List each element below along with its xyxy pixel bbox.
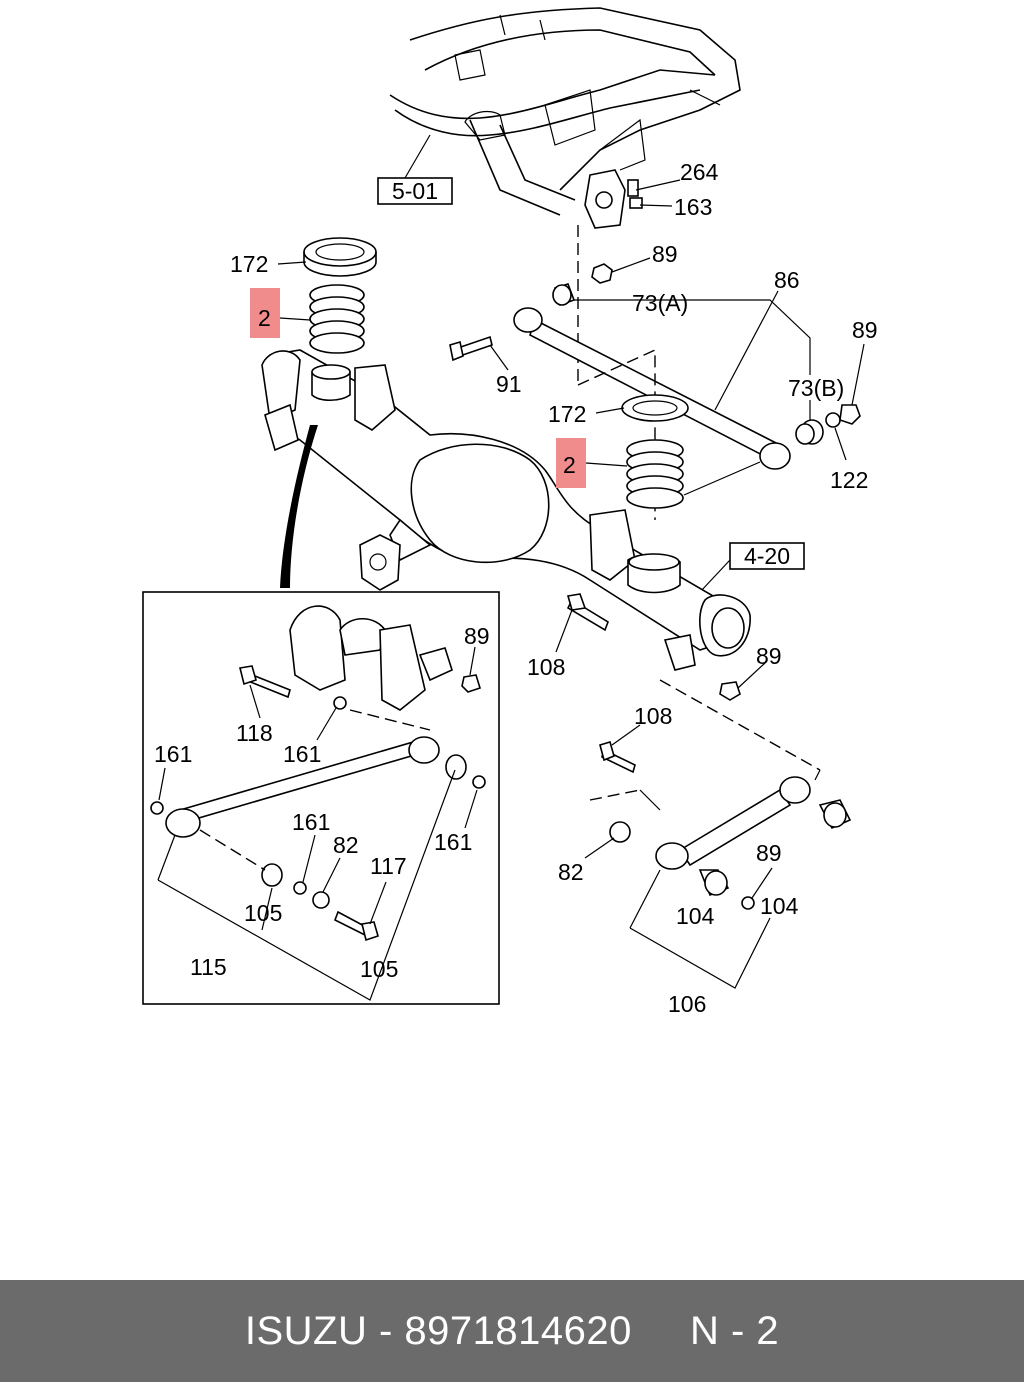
inset-label-161-b: 161 bbox=[154, 741, 192, 767]
inset-label-118: 118 bbox=[236, 720, 273, 746]
label-108-b: 108 bbox=[634, 703, 672, 729]
footer-bar: ISUZU - 8971814620 N - 2 bbox=[0, 1280, 1024, 1382]
inset-label-161-a: 161 bbox=[283, 741, 321, 767]
right-coil-spring-2 bbox=[626, 439, 684, 509]
highlight-part-2-right bbox=[556, 438, 586, 488]
footer-part-number: 8971814620 bbox=[404, 1308, 632, 1353]
label-264: 264 bbox=[680, 159, 719, 185]
inset-label-115: 115 bbox=[190, 954, 227, 980]
label-2-left: 2 bbox=[258, 305, 271, 331]
label-89-b: 89 bbox=[852, 317, 878, 343]
vehicle-frame bbox=[389, 7, 741, 216]
inset-detail bbox=[142, 591, 500, 1005]
label-163: 163 bbox=[674, 194, 712, 220]
footer-page: N - 2 bbox=[689, 1308, 780, 1353]
right-spring-seat-172 bbox=[621, 394, 689, 422]
label-89-a: 89 bbox=[652, 241, 678, 267]
bushing-73b bbox=[795, 404, 861, 445]
label-89-c: 89 bbox=[756, 643, 782, 669]
inset-label-105-a: 105 bbox=[244, 900, 282, 926]
ref-label-501: 5-01 bbox=[392, 178, 438, 204]
lower-link-106 bbox=[566, 593, 852, 910]
exploded-parts-diagram: 5-01 4-20 bbox=[142, 7, 878, 1017]
inset-label-161-d: 161 bbox=[434, 829, 472, 855]
footer-brand: ISUZU bbox=[244, 1308, 368, 1353]
highlight-part-2-left bbox=[250, 288, 280, 338]
label-91: 91 bbox=[496, 371, 522, 397]
inset-pointer bbox=[280, 425, 318, 588]
part-labels: 264 163 172 2 89 73(A) 86 89 91 73(B) 17… bbox=[154, 159, 878, 1017]
leader-lines bbox=[158, 179, 865, 931]
label-108-a: 108 bbox=[527, 654, 565, 680]
ref-box-501: 5-01 bbox=[377, 134, 453, 205]
rear-axle-housing bbox=[261, 349, 751, 671]
upper-link-86 bbox=[449, 283, 791, 470]
left-spring-seat-172 bbox=[303, 237, 377, 277]
label-104-b: 104 bbox=[760, 893, 799, 919]
footer-separator: - bbox=[378, 1308, 393, 1353]
label-172-mid: 172 bbox=[548, 401, 586, 427]
label-73b: 73(B) bbox=[788, 375, 844, 401]
ref-label-420: 4-20 bbox=[744, 543, 790, 569]
label-89-d: 89 bbox=[756, 840, 782, 866]
label-2-right: 2 bbox=[563, 452, 576, 478]
label-86: 86 bbox=[774, 267, 800, 293]
label-82-right: 82 bbox=[558, 859, 584, 885]
label-172-top: 172 bbox=[230, 251, 268, 277]
label-122: 122 bbox=[830, 467, 868, 493]
nut-89-upper bbox=[591, 263, 613, 284]
upper-bracket bbox=[584, 169, 643, 229]
footer-text: ISUZU - 8971814620 N - 2 bbox=[245, 1309, 779, 1354]
label-104-a: 104 bbox=[676, 903, 715, 929]
inset-label-161-c: 161 bbox=[292, 809, 330, 835]
inset-label-89: 89 bbox=[464, 623, 490, 649]
inset-label-105-b: 105 bbox=[360, 956, 398, 982]
label-73a: 73(A) bbox=[632, 290, 688, 316]
label-106: 106 bbox=[668, 991, 706, 1017]
inset-label-82: 82 bbox=[333, 832, 359, 858]
ref-box-420: 4-20 bbox=[699, 542, 805, 593]
left-coil-spring-2 bbox=[309, 284, 365, 354]
inset-label-117: 117 bbox=[370, 853, 407, 879]
